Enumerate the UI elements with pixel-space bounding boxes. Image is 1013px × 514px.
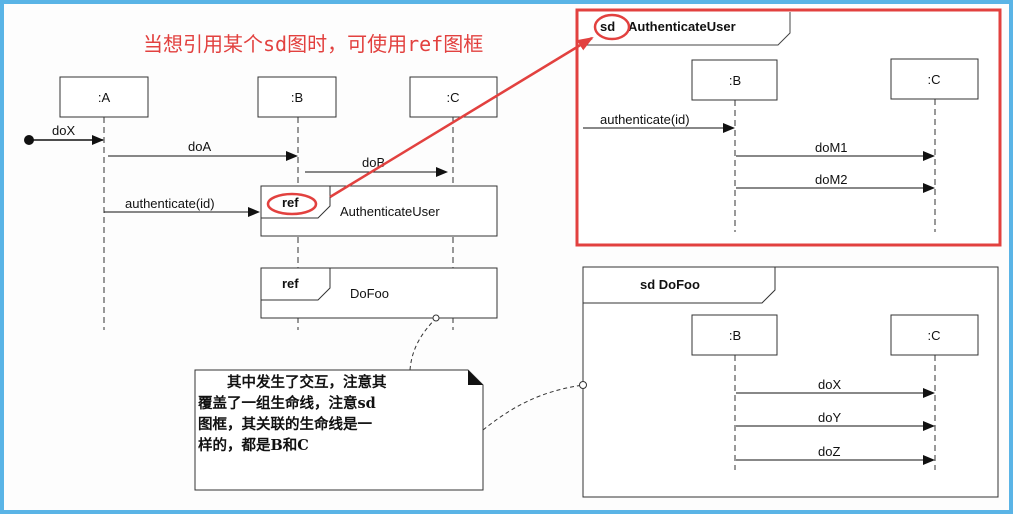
- svg-text:doB: doB: [362, 155, 385, 170]
- svg-text:AuthenticateUser: AuthenticateUser: [340, 204, 440, 219]
- svg-text:AuthenticateUser: AuthenticateUser: [628, 19, 736, 34]
- highlight-annotations: [266, 13, 631, 216]
- svg-text::A: :A: [98, 90, 111, 105]
- svg-text::B: :B: [291, 90, 303, 105]
- svg-text::C: :C: [928, 328, 941, 343]
- svg-text:authenticate(id): authenticate(id): [125, 196, 215, 211]
- svg-text:doY: doY: [818, 410, 841, 425]
- message-doa: doA: [108, 139, 298, 161]
- svg-text:sd: sd: [600, 19, 615, 34]
- note-text: 其中发生了交互，注意其 覆盖了一组生命线，注意sd 图框，其关联的生命线是一 样…: [198, 372, 482, 490]
- message-dox: doX: [24, 123, 104, 145]
- svg-text:ref: ref: [282, 276, 299, 291]
- lifeline-a: :A: [59, 76, 149, 330]
- note-line: 其中发生了交互，注意其: [227, 374, 387, 391]
- lifeline-c: :C: [409, 76, 498, 330]
- svg-text:doZ: doZ: [818, 444, 840, 459]
- svg-text:DoFoo: DoFoo: [350, 286, 389, 301]
- sd-frame-authenticateuser: sd AuthenticateUser :B :C authenticate(i…: [575, 8, 1002, 247]
- message-authenticate: authenticate(id): [104, 196, 260, 217]
- note-shape: [194, 369, 484, 491]
- svg-text:ref: ref: [282, 195, 299, 210]
- svg-text:authenticate(id): authenticate(id): [600, 112, 690, 127]
- note-line: 图框，其关联的生命线是一: [198, 416, 372, 433]
- svg-text:doM1: doM1: [815, 140, 848, 155]
- sd-frame-dofoo: sd DoFoo :B :C doX doY doZ: [582, 266, 999, 498]
- svg-text:doA: doA: [188, 139, 211, 154]
- note-connectors: [409, 314, 587, 431]
- svg-text:doM2: doM2: [815, 172, 848, 187]
- lifeline-b: :B: [257, 76, 337, 330]
- svg-text:doX: doX: [52, 123, 75, 138]
- svg-text::C: :C: [928, 72, 941, 87]
- svg-text::C: :C: [447, 90, 460, 105]
- note-line: 覆盖了一组生命线，注意sd: [198, 395, 376, 412]
- annotation-title: 当想引用某个sd图时，可使用ref图框: [143, 32, 484, 56]
- svg-text::B: :B: [729, 328, 741, 343]
- svg-text:sd DoFoo: sd DoFoo: [640, 277, 700, 292]
- svg-text:doX: doX: [818, 377, 841, 392]
- ref-frame-dofoo[interactable]: ref DoFoo: [260, 267, 498, 319]
- svg-text::B: :B: [729, 73, 741, 88]
- note-line: 样的，都是B和C: [198, 437, 309, 454]
